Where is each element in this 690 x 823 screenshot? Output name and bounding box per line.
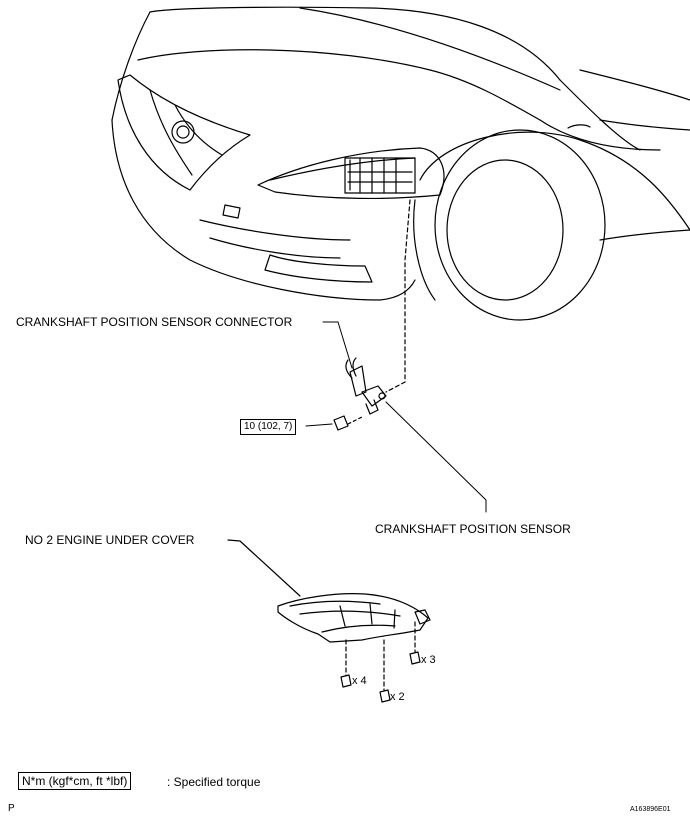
crankshaft-position-sensor-drawing — [333, 199, 411, 431]
bolt-count-x2: x 2 — [390, 691, 405, 703]
sensor-leader-line — [385, 401, 487, 513]
engine-under-cover-drawing — [227, 539, 431, 703]
figure-id: A163896E01 — [630, 806, 671, 813]
legend-torque-unit-box: N*m (kgf*cm, ft *lbf) — [18, 772, 132, 790]
bolt-count-x3: x 3 — [421, 654, 436, 666]
vehicle-front-illustration — [111, 6, 690, 321]
page-mark: P — [8, 803, 15, 814]
bolt-count-x4: x 4 — [352, 675, 367, 687]
legend-description: : Specified torque — [167, 775, 261, 789]
connector-label: CRANKSHAFT POSITION SENSOR CONNECTOR — [16, 315, 293, 329]
connector-leader-line — [322, 321, 353, 369]
torque-leader-line — [305, 423, 333, 427]
torque-spec-box: 10 (102, 7) — [240, 419, 297, 435]
sensor-label: CRANKSHAFT POSITION SENSOR — [375, 522, 571, 536]
under-cover-label: NO 2 ENGINE UNDER COVER — [25, 533, 195, 547]
